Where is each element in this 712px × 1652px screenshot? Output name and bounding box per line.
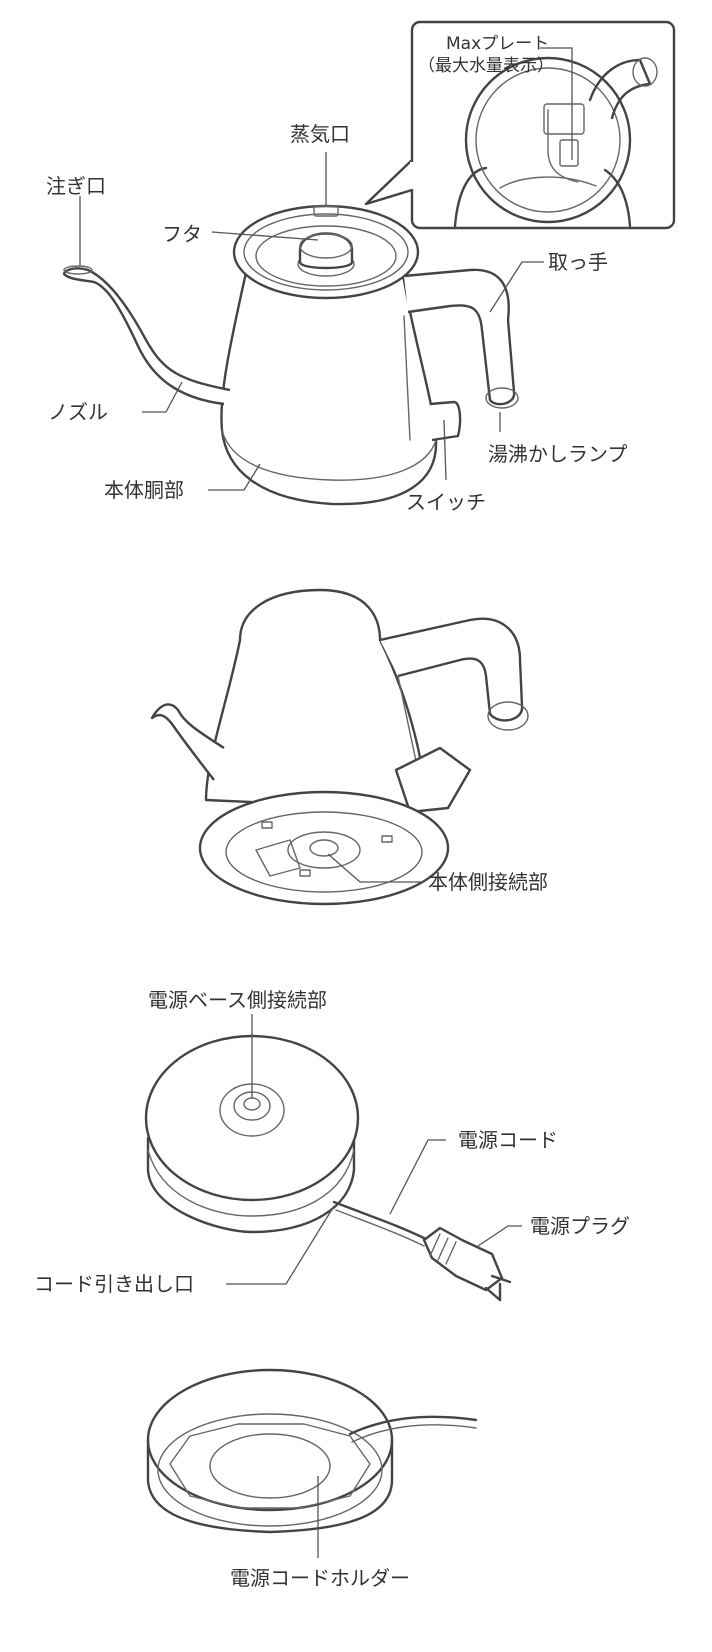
label-base-connector: 電源ベース側接続部 — [148, 988, 327, 1012]
label-switch: スイッチ — [406, 490, 486, 514]
figure2-leaders — [327, 853, 424, 883]
label-max-plate: Maxプレート — [446, 34, 550, 54]
plug-body — [422, 1226, 504, 1292]
label-body-connector: 本体側接続部 — [428, 870, 548, 894]
kettle-spout — [62, 267, 231, 406]
label-boil-lamp: 湯沸かしランプ — [488, 442, 628, 466]
figure1-leaders — [79, 47, 573, 491]
kettle-front-illustration — [62, 20, 676, 506]
label-max-plate-sub: （最大水量表示） — [418, 56, 554, 76]
figure3-leaders — [226, 1014, 522, 1285]
kettle-handle — [403, 268, 516, 406]
label-body: 本体胴部 — [104, 478, 184, 502]
label-cord-holder: 電源コードホルダー — [230, 1566, 410, 1590]
kettle-bottom-illustration — [150, 588, 529, 906]
label-spout: 注ぎ口 — [46, 174, 106, 198]
kettle-body-outline — [220, 252, 438, 506]
switch-shape — [429, 400, 462, 442]
inset-frame — [410, 20, 676, 230]
label-lid: フタ — [162, 222, 202, 246]
label-power-plug: 電源プラグ — [530, 1214, 630, 1238]
power-base-illustration — [144, 1034, 512, 1302]
label-power-cord: 電源コード — [458, 1128, 558, 1152]
label-cord-outlet: コード引き出し口 — [34, 1272, 194, 1296]
label-handle: 取っ手 — [548, 250, 608, 274]
inset-pointer — [364, 159, 413, 206]
label-nozzle: ノズル — [48, 400, 108, 424]
cord-holder-illustration — [146, 1368, 478, 1534]
inset-kettle-opening — [453, 56, 658, 228]
label-steam-vent: 蒸気口 — [290, 122, 350, 146]
